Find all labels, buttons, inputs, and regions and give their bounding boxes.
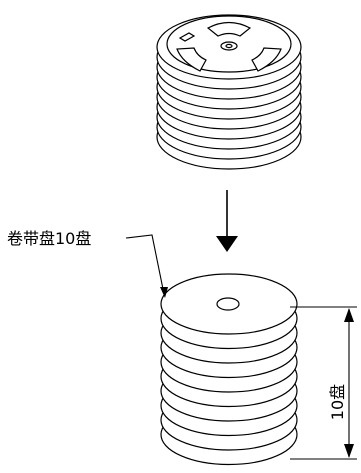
reel-label-leader xyxy=(125,234,168,298)
bottom-reel-stack xyxy=(160,273,298,466)
leader-arrowhead xyxy=(160,287,168,298)
top-reel-face-details xyxy=(166,15,292,73)
height-dimension-label: 10盘 xyxy=(328,384,347,420)
reel-window-top xyxy=(206,21,252,37)
bottom-reel-face-details xyxy=(216,297,240,311)
leader-line xyxy=(125,234,165,295)
top-reel-hub-hole xyxy=(225,43,233,49)
height-dimension xyxy=(290,306,357,460)
top-reel-label-rect xyxy=(178,32,196,42)
reel-window-right xyxy=(251,47,282,72)
reel-stack-label: 卷带盘10盘 xyxy=(7,229,91,248)
bottom-reel-hub xyxy=(216,297,240,311)
reel-window-left xyxy=(176,47,207,72)
arrow-head xyxy=(216,236,238,252)
down-arrow xyxy=(216,190,238,252)
dim-arrow-top xyxy=(344,308,354,322)
dim-arrow-bottom xyxy=(344,444,354,458)
